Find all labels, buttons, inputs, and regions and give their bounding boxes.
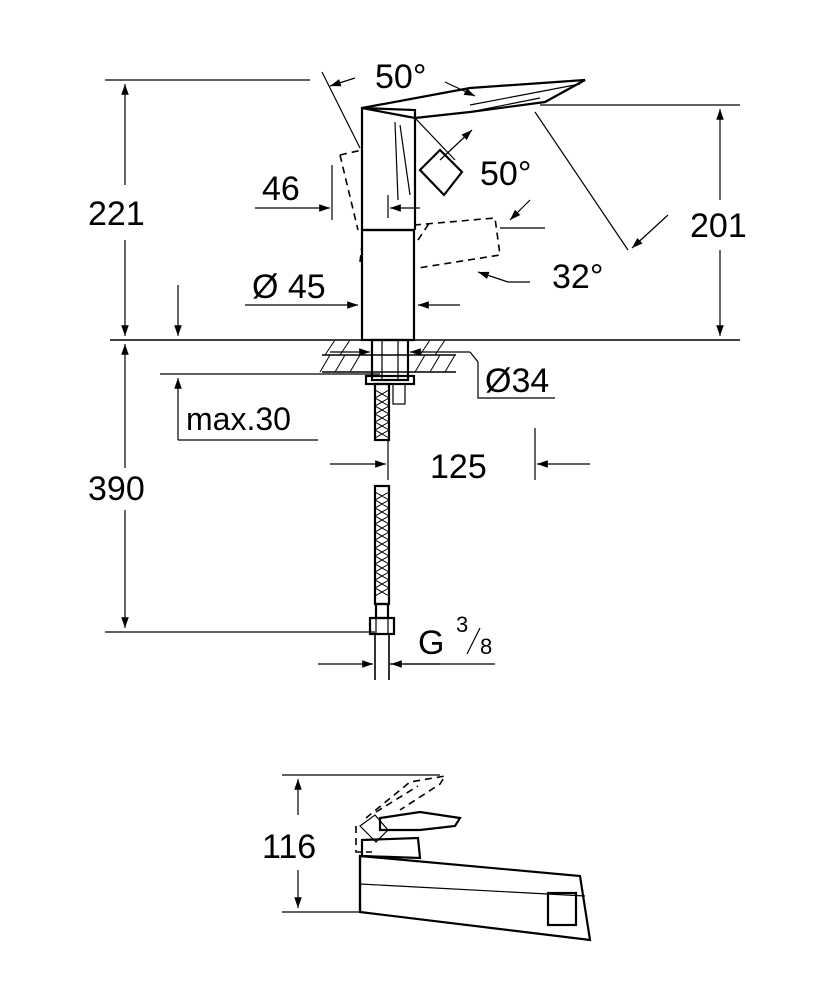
deck-section-hatch [319,339,456,373]
dim-46-label: 46 [262,170,300,208]
dim-201-label: 201 [690,207,747,245]
faucet-body [360,106,417,342]
dim-125-label: 125 [430,448,487,486]
dim-390-label: 390 [88,470,145,508]
dimension-d34: Ø34 [330,348,555,400]
dim-d34-label: Ø34 [485,362,549,400]
dim-221-label: 221 [88,195,145,233]
connection-den-label: 8 [480,634,492,659]
angle-lever-label: 50° [480,155,531,193]
connection-num-label: 3 [456,612,468,637]
dimension-390: 390 [88,344,375,633]
dimension-max30: max.30 [160,285,380,441]
dim-116-label: 116 [262,828,316,866]
dimension-125: 125 [330,428,590,486]
angle-top-label: 50° [375,58,426,96]
angle-spout-label: 32° [552,258,603,296]
lever-block [418,148,464,197]
side-view: 116 [262,774,592,942]
dimension-201: 201 [540,104,747,336]
dimension-46: 46 [255,165,420,220]
dimension-221: 221 [88,79,310,336]
dim-max30-label: max.30 [186,401,291,437]
connection-g-label: G [418,624,444,662]
lever-dashed-positions [339,149,501,269]
dim-d45-label: Ø 45 [252,268,326,306]
dimension-angle-lever: 50° [439,129,545,229]
spout-lever-top [361,78,586,161]
supply-hose [368,382,396,680]
dimension-angle-spout: 32° [477,111,669,296]
dimension-connection: G 3 8 [318,612,495,668]
dimension-angle-top: 50° [321,58,476,149]
dimension-d45: Ø 45 [245,268,460,309]
